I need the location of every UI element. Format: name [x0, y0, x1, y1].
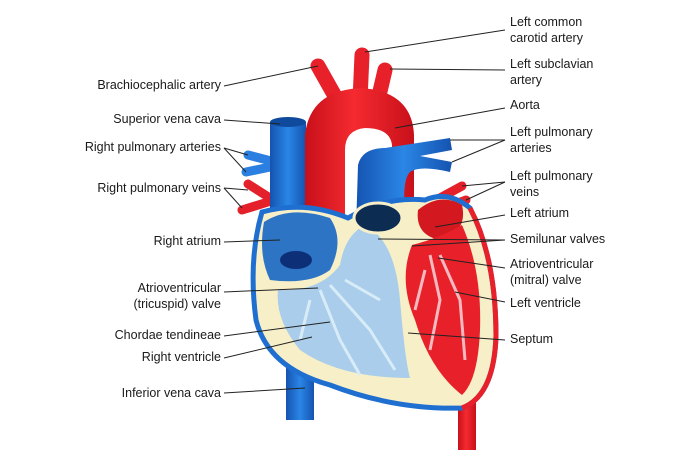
left-atrium-shape [417, 199, 464, 240]
label-line: Left subclavian [510, 57, 594, 71]
label-superior-vena-cava: Superior vena cava [113, 112, 221, 126]
label-right-pulmonary-arteries: Right pulmonary arteries [84, 140, 221, 154]
label-line: Atrioventricular [510, 257, 594, 271]
label-left-common-carotid-artery: Left common carotid artery [510, 14, 583, 46]
right-atrium-shape [262, 212, 338, 282]
label-left-pulmonary-arteries: Left pulmonary arteries [510, 124, 593, 156]
label-semilunar-valves: Semilunar valves [510, 232, 606, 246]
label-brachiocephalic-artery: Brachiocephalic artery [97, 78, 221, 92]
label-inferior-vena-cava: Inferior vena cava [121, 386, 221, 400]
label-right-pulmonary-veins: Right pulmonary veins [97, 181, 221, 195]
label-aorta: Aorta [510, 98, 540, 112]
right-pulmonary-veins-shape [237, 179, 275, 215]
label-line: veins [510, 185, 540, 199]
label-line: (mitral) valve [510, 273, 582, 287]
label-left-pulmonary-veins: Left pulmonary veins [510, 168, 593, 200]
label-line: carotid artery [510, 31, 583, 45]
leader-lines [223, 29, 506, 394]
label-chordae-tendineae: Chordae tendineae [114, 328, 221, 342]
label-left-atrium: Left atrium [510, 206, 570, 220]
label-tricuspid-valve: Atrioventricular (tricuspid) valve [133, 280, 221, 312]
label-mitral-valve: Atrioventricular (mitral) valve [510, 256, 593, 288]
label-septum: Septum [510, 332, 554, 346]
aortic-opening [352, 201, 404, 235]
label-line: Atrioventricular [137, 281, 221, 295]
label-line: Left pulmonary [510, 169, 593, 183]
label-right-atrium: Right atrium [153, 234, 221, 248]
label-line: Left common [510, 15, 583, 29]
label-line: (tricuspid) valve [133, 297, 221, 311]
label-left-subclavian-artery: Left subclavian artery [510, 56, 593, 88]
label-line: arteries [510, 141, 552, 155]
left-ventricle-shape [405, 225, 481, 395]
label-line: artery [510, 73, 542, 87]
label-left-ventricle: Left ventricle [510, 296, 581, 310]
label-right-ventricle: Right ventricle [141, 350, 221, 364]
left-chordae-shape [413, 254, 467, 361]
label-line: Left pulmonary [510, 125, 593, 139]
chordae-tendineae-shape [298, 278, 397, 376]
